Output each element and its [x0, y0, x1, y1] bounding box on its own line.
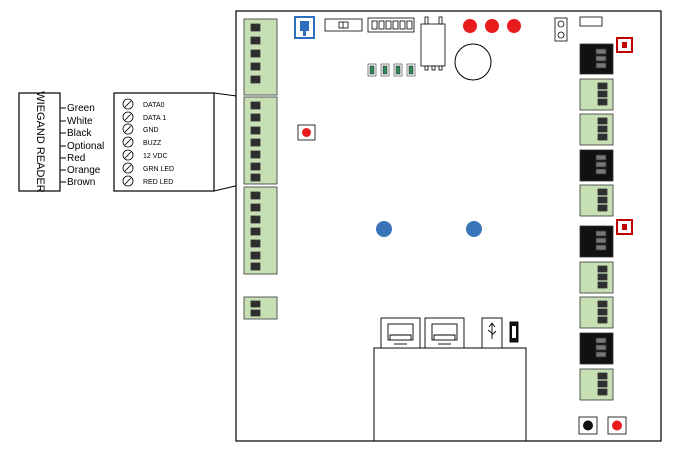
red-led-icon — [507, 19, 521, 33]
terminal-screw — [122, 162, 134, 174]
terminal-screw — [122, 149, 134, 161]
reader-title: WIEGAND READER — [34, 91, 46, 193]
small-connector — [243, 296, 278, 320]
red-button — [607, 416, 627, 435]
header-pins — [367, 17, 415, 33]
ethernet-port — [424, 317, 465, 349]
black-button — [578, 416, 598, 435]
green-connector — [579, 78, 614, 111]
bottom-ports — [380, 317, 519, 349]
mount-hole-icon — [376, 221, 392, 237]
signal-label-grn-led: GRN LED — [143, 166, 174, 173]
signal-label-buzz: BUZZ — [143, 140, 162, 147]
terminal-screws — [122, 98, 134, 187]
small-green-leds — [367, 63, 416, 77]
buzzer — [454, 43, 492, 81]
lower-connector — [243, 186, 278, 275]
signal-label-data0: DATA0 — [143, 102, 165, 109]
green-connector — [579, 296, 614, 329]
black-connector — [579, 149, 614, 182]
usb-port — [481, 317, 503, 349]
reset-button — [297, 124, 316, 141]
wire-label-green: Green — [67, 103, 95, 114]
wire-color-labels: Green White Black Optional Red Orange Br… — [66, 101, 114, 188]
wire-label-white: White — [67, 116, 93, 127]
relay-chip — [420, 16, 446, 71]
mid-components — [297, 124, 482, 237]
ethernet-port — [380, 317, 421, 349]
red-led-icon — [463, 19, 477, 33]
two-pin-header — [554, 17, 568, 42]
signal-label-gnd: GND — [143, 127, 159, 134]
terminal-screw — [122, 123, 134, 135]
terminal-block: DATA0 DATA 1 GND BUZZ 12 VDC GRN LED RED… — [113, 92, 215, 192]
terminal-screw — [122, 175, 134, 187]
top-components — [294, 16, 603, 81]
black-connector — [579, 332, 614, 365]
green-connector — [579, 184, 614, 217]
terminal-screw — [122, 98, 134, 110]
green-connector — [579, 368, 614, 401]
signal-label-red-led: RED LED — [143, 179, 173, 186]
micro-usb-port — [509, 321, 519, 343]
wire-label-brown: Brown — [67, 177, 95, 188]
terminal-screw — [122, 111, 134, 123]
wire-label-orange: Orange — [67, 165, 101, 176]
green-connector — [579, 113, 614, 146]
mount-hole-icon — [466, 221, 482, 237]
signal-label-data1: DATA 1 — [143, 115, 166, 122]
jumper — [294, 16, 315, 39]
black-connector — [579, 225, 614, 258]
top-connector — [243, 18, 278, 96]
red-indicator — [616, 37, 633, 53]
green-connector — [579, 261, 614, 294]
wire-label-optional: Optional — [67, 141, 104, 152]
red-led-icon — [485, 19, 499, 33]
status-leds — [463, 19, 521, 33]
wire-label-black: Black — [67, 128, 92, 139]
right-connectors — [579, 37, 633, 401]
black-connector — [579, 43, 614, 75]
signal-label-12vdc: 12 VDC — [143, 153, 168, 160]
label-plate — [579, 16, 603, 27]
red-indicator — [616, 219, 633, 235]
wire-label-red: Red — [67, 153, 85, 164]
reader-connector — [243, 96, 278, 185]
wiegand-reader: WIEGAND READER — [18, 91, 61, 193]
dip-switch — [324, 18, 363, 32]
terminal-screw — [122, 136, 134, 148]
bottom-buttons — [578, 416, 627, 435]
left-connectors — [243, 18, 278, 320]
